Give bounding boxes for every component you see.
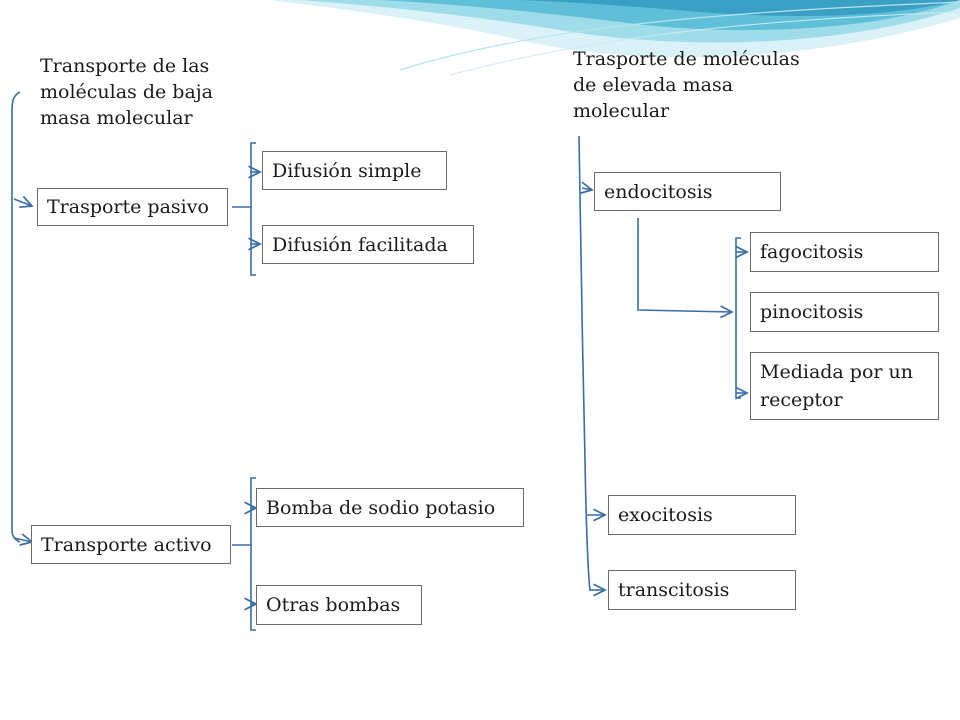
passive-bracket (250, 142, 256, 276)
heading-high-mass: Trasporte de moléculas de elevada masa m… (573, 48, 800, 122)
arrow-to-endocitosis (582, 188, 592, 190)
decorative-wave-header (270, 0, 960, 76)
arrow-to-passive (13, 199, 32, 206)
box-transcitosis: transcitosis (608, 570, 796, 610)
heading-low-mass: Transporte de las moléculas de baja masa… (40, 55, 214, 129)
box-difusion-simple: Difusión simple (262, 151, 447, 190)
left-spine-line (11, 91, 21, 543)
box-pinocitosis: pinocitosis (750, 292, 939, 332)
box-transporte-activo: Transporte activo (31, 525, 231, 564)
endocytosis-branch-line (637, 218, 732, 312)
box-mediada-por-un-receptor: Mediada por un receptor (750, 352, 939, 420)
active-bracket (250, 477, 256, 631)
box-bomba-sodio-potasio: Bomba de sodio potasio (256, 488, 524, 527)
endocytosis-children-bracket (735, 237, 741, 399)
box-otras-bombas: Otras bombas (256, 585, 422, 625)
box-difusion-facilitada: Difusión facilitada (262, 225, 474, 264)
box-exocitosis: exocitosis (608, 495, 796, 535)
box-endocitosis: endocitosis (594, 172, 781, 211)
arrow-to-active (13, 538, 32, 542)
box-trasporte-pasivo: Trasporte pasivo (37, 188, 228, 226)
box-fagocitosis: fagocitosis (750, 232, 939, 272)
right-spine-line (578, 135, 591, 591)
